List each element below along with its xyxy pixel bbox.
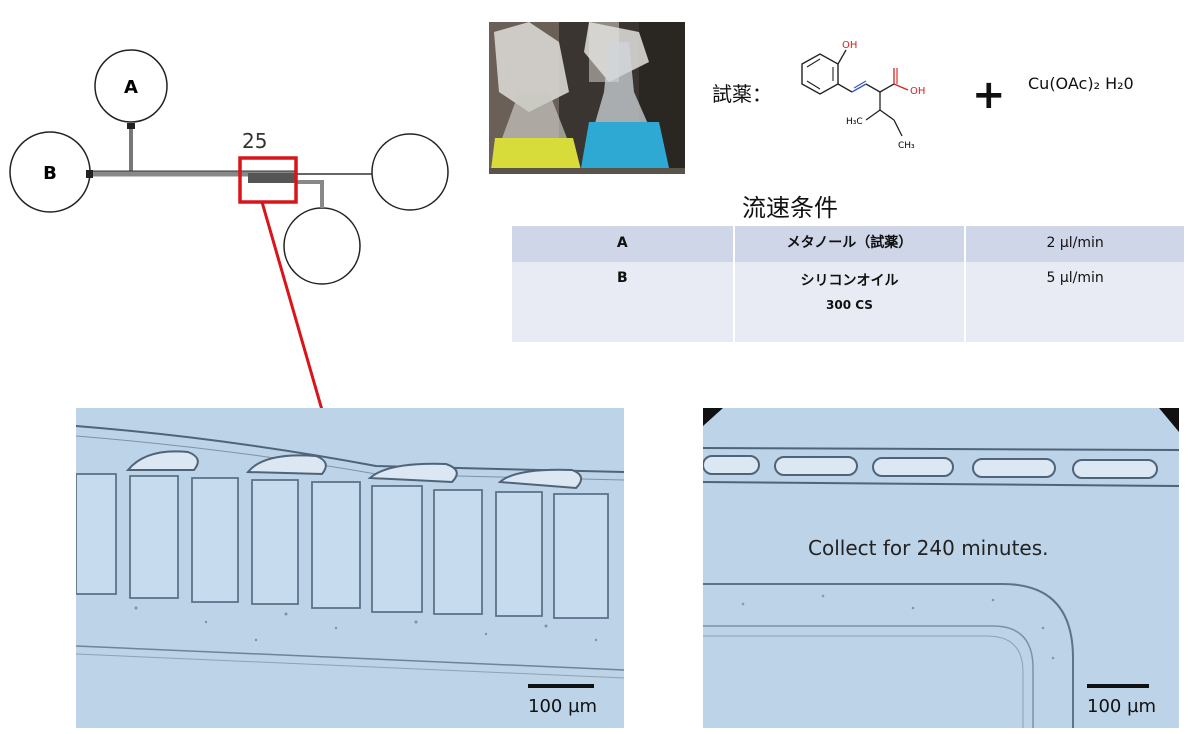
zoom-line bbox=[260, 201, 324, 411]
scale-label-left: 100 µm bbox=[528, 696, 598, 717]
scale-label-right: 100 µm bbox=[1087, 696, 1157, 717]
flow-row-a-rate: 2 µl/min bbox=[965, 226, 1186, 262]
plus-sign: + bbox=[972, 72, 1006, 118]
reservoir-outlet-right bbox=[371, 133, 449, 211]
port-b bbox=[86, 170, 93, 178]
flow-row-b-name-cell: シリコンオイル 300 CS bbox=[733, 262, 967, 342]
copper-reagent: Cu(OAc)₂ H₂0 bbox=[1028, 74, 1134, 93]
flow-row-b-name: シリコンオイル bbox=[800, 273, 899, 289]
micrograph-right-image bbox=[703, 408, 1179, 728]
flow-row-a-name: メタノール（試薬） bbox=[733, 226, 967, 262]
oh-label: OH bbox=[842, 40, 857, 51]
node-a-label: A bbox=[124, 77, 138, 98]
methyl2-label: CH₃ bbox=[898, 141, 915, 151]
methyl1-label: H₃C bbox=[846, 117, 863, 127]
junction-label: 25 bbox=[242, 129, 267, 153]
flow-table: A メタノール（試薬） 2 µl/min B シリコンオイル 300 CS 5 … bbox=[512, 226, 1186, 342]
serpentine-section bbox=[248, 173, 296, 183]
flow-row-b-rate: 5 µl/min bbox=[965, 262, 1186, 342]
flow-row-b-name-sub: 300 CS bbox=[826, 298, 873, 312]
reagent-label: 試薬： bbox=[712, 82, 772, 106]
micrograph-left-image bbox=[76, 408, 624, 728]
port-a bbox=[127, 123, 135, 129]
channel-bottom bbox=[296, 180, 324, 208]
highlight-box bbox=[238, 156, 298, 204]
micrograph-left: 100 µm bbox=[76, 408, 624, 728]
flow-row-b-id: B bbox=[512, 262, 735, 342]
scale-bar-left bbox=[528, 684, 594, 688]
flow-table-title: 流速条件 bbox=[742, 194, 838, 222]
node-b-label: B bbox=[43, 163, 57, 184]
flow-row-b: B シリコンオイル 300 CS 5 µl/min bbox=[512, 262, 1186, 342]
flow-row-a-id: A bbox=[512, 226, 735, 262]
scale-bar-right bbox=[1087, 684, 1149, 688]
reagent-structure: OH OH H₃C CH₃ bbox=[801, 40, 925, 151]
zoom-connector bbox=[260, 201, 324, 411]
chip-schematic: A B 25 bbox=[9, 49, 449, 285]
acid-oh-label: OH bbox=[910, 86, 925, 97]
micrograph-right: 100 µm bbox=[703, 408, 1179, 728]
collect-caption: Collect for 240 minutes. bbox=[808, 536, 1049, 560]
reservoir-a bbox=[94, 49, 168, 123]
flask-photo bbox=[489, 22, 685, 174]
flow-row-a: A メタノール（試薬） 2 µl/min bbox=[512, 226, 1186, 262]
